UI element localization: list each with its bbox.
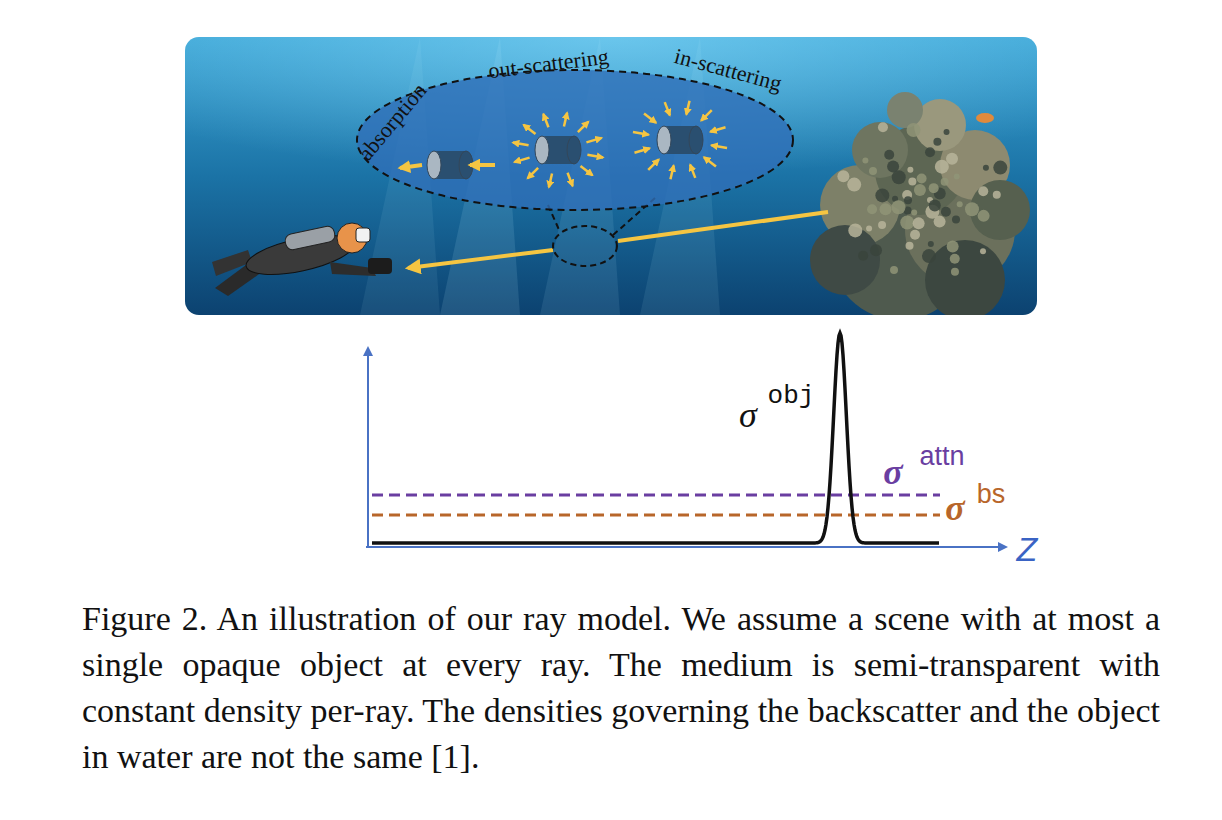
diver	[212, 223, 392, 296]
particle-cylinder	[427, 151, 473, 179]
particle-cylinder	[535, 136, 581, 164]
light-arrow	[568, 173, 573, 186]
light-arrow	[543, 114, 548, 127]
light-arrow	[514, 158, 529, 162]
light-arrow	[528, 168, 539, 178]
light-arrow	[710, 127, 725, 131]
light-arrow	[701, 110, 712, 120]
light-arrow	[586, 138, 601, 142]
underwater-panel	[185, 37, 1037, 315]
light-arrow	[400, 165, 422, 168]
density-symbol: σ	[883, 454, 902, 490]
light-arrow	[704, 157, 716, 166]
light-arrow	[580, 166, 592, 175]
light-arrow	[711, 145, 727, 148]
light-arrow	[670, 165, 673, 179]
figure-caption: Figure 2. An illustration of our ray mod…	[82, 596, 1160, 780]
particle-cylinder	[657, 126, 703, 154]
light-arrow	[470, 163, 495, 167]
light-arrow	[564, 113, 567, 127]
light-arrow	[549, 174, 552, 188]
light-arrow	[633, 132, 649, 135]
light-arrow	[648, 159, 659, 169]
light-arrow	[587, 155, 603, 158]
density-plot	[366, 333, 1006, 547]
light-arrow	[524, 125, 536, 134]
coral-reef	[810, 92, 1030, 315]
light-arrow	[665, 102, 670, 115]
light-arrow	[686, 101, 689, 115]
density-superscript: attn	[919, 443, 964, 470]
axis-label: Z	[1017, 532, 1038, 566]
density-superscript: bs	[977, 481, 1006, 508]
light-arrow	[634, 148, 649, 152]
light-arrow	[690, 165, 695, 178]
density-symbol: σ	[945, 490, 964, 526]
light-arrow	[513, 142, 529, 145]
light-arrow	[578, 122, 589, 132]
light-arrow	[644, 114, 656, 123]
density-superscript: obj	[768, 383, 815, 409]
density-symbol: σ	[739, 397, 757, 433]
